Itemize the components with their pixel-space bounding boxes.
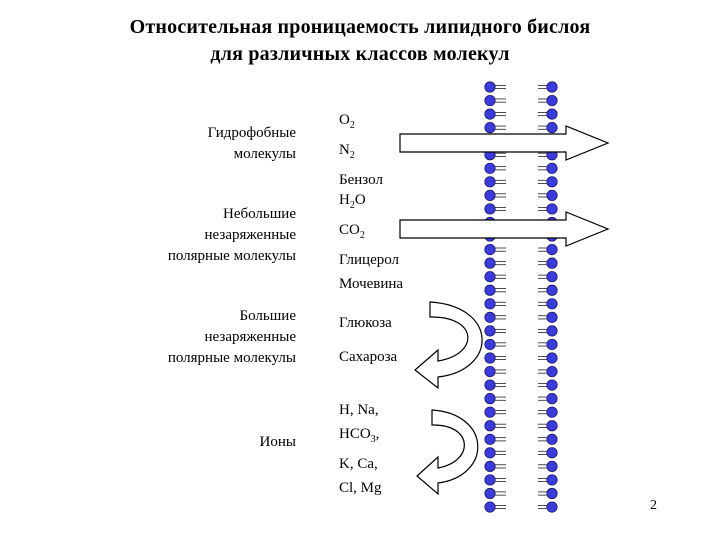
- lipid-head: [484, 81, 496, 93]
- lipid-head: [484, 257, 496, 269]
- molecule-glucose: Глюкоза: [339, 315, 392, 331]
- category-label-line: полярные молекулы: [167, 350, 296, 366]
- lipid-head: [484, 474, 496, 486]
- category-label-line: Ионы: [259, 434, 296, 450]
- arrow-reflected-large-polar: [414, 301, 483, 390]
- lipid-head: [546, 352, 558, 364]
- molecule-urea: Мочевина: [339, 276, 404, 292]
- category-label-line: Гидрофобные: [207, 125, 296, 141]
- lipid-head: [484, 460, 496, 472]
- lipid-head: [546, 433, 558, 445]
- lipid-head: [546, 284, 558, 296]
- molecules-small-polar: H2O CO2 Глицерол Мочевина: [339, 188, 403, 296]
- lipid-head: [546, 474, 558, 486]
- lipid-head: [546, 487, 558, 500]
- lipid-head: [546, 311, 558, 323]
- lipid-head: [484, 420, 496, 432]
- lipid-head: [546, 501, 558, 513]
- lipid-head: [484, 393, 496, 405]
- lipid-head: [546, 108, 558, 120]
- title-line-2: для различных классов молекул: [210, 43, 510, 65]
- lipid-head: [484, 433, 496, 445]
- lipid-head: [484, 447, 496, 459]
- lipid-head: [546, 257, 558, 269]
- category-label-line: незаряженные: [204, 227, 296, 243]
- title-line-1: Относительная проницаемость липидного би…: [129, 16, 591, 38]
- lipid-head: [484, 122, 496, 134]
- lipid-head: [484, 284, 496, 296]
- molecule-glycerol: Глицерол: [339, 252, 400, 268]
- lipid-head: [484, 298, 496, 310]
- lipid-head: [546, 189, 558, 201]
- lipid-head: [484, 338, 496, 351]
- ion-line: H, Na,: [339, 402, 379, 418]
- lipid-head: [546, 271, 558, 283]
- arrow-passes-small-polar: [399, 211, 610, 247]
- category-label-line: Большие: [239, 308, 296, 324]
- lipid-head: [546, 176, 558, 188]
- lipid-head: [546, 122, 558, 134]
- arrow-passes-hydrophobic: [399, 125, 610, 161]
- lipid-head: [484, 94, 496, 107]
- category-ions: Ионы: [260, 432, 296, 453]
- category-label-line: молекулы: [233, 146, 296, 162]
- lipid-head: [484, 203, 496, 215]
- lipid-head: [546, 81, 558, 93]
- arrow-reflected-ions: [416, 409, 479, 496]
- lipid-head: [484, 325, 496, 337]
- category-label-line: Небольшие: [223, 206, 296, 222]
- molecule-h2o: H2O: [339, 192, 366, 211]
- category-label-line: полярные молекулы: [167, 248, 296, 264]
- lipid-head: [484, 406, 496, 418]
- molecule-n2: N2: [339, 142, 355, 161]
- page-title: Относительная проницаемость липидного би…: [0, 14, 720, 68]
- molecule-benzene: Бензол: [339, 172, 383, 188]
- category-large-polar: Большие незаряженные полярные молекулы: [168, 306, 296, 369]
- molecule-sucrose: Сахароза: [339, 349, 398, 365]
- molecule-o2: O2: [339, 112, 355, 131]
- lipid-head: [546, 325, 558, 337]
- lipid-head: [546, 203, 558, 215]
- category-hydrophobic: Гидрофобные молекулы: [208, 123, 296, 165]
- lipid-head: [484, 108, 496, 120]
- molecules-hydrophobic: O2 N2 Бензол: [339, 108, 383, 192]
- lipid-head: [484, 162, 496, 174]
- molecules-ions: H, Na, HCO3, K, Ca, Cl, Mg: [339, 398, 382, 500]
- lipid-head: [546, 162, 558, 174]
- lipid-head: [546, 420, 558, 432]
- lipid-head: [546, 365, 558, 378]
- lipid-head: [546, 460, 558, 472]
- molecule-co2: CO2: [339, 222, 365, 241]
- lipid-head: [484, 487, 496, 500]
- lipid-head: [484, 271, 496, 283]
- lipid-head: [484, 244, 496, 256]
- lipid-head: [546, 94, 558, 107]
- lipid-head: [546, 298, 558, 310]
- lipid-head: [484, 311, 496, 323]
- category-label-line: незаряженные: [204, 329, 296, 345]
- lipid-head: [484, 501, 496, 513]
- lipid-head: [484, 379, 496, 391]
- lipid-head: [546, 406, 558, 418]
- ion-line: K, Ca,: [339, 456, 378, 472]
- lipid-head: [484, 365, 496, 378]
- molecules-large-polar: Глюкоза Сахароза: [339, 306, 397, 374]
- lipid-head: [484, 352, 496, 364]
- lipid-head: [546, 447, 558, 459]
- lipid-head: [546, 379, 558, 391]
- ion-line: Cl, Mg: [339, 480, 382, 496]
- lipid-head: [484, 176, 496, 188]
- page-number: 2: [650, 498, 657, 513]
- lipid-head: [546, 338, 558, 351]
- lipid-head: [484, 189, 496, 201]
- ion-line: HCO3,: [339, 426, 380, 445]
- lipid-head: [546, 244, 558, 256]
- lipid-head: [546, 393, 558, 405]
- category-small-polar: Небольшие незаряженные полярные молекулы: [168, 204, 296, 267]
